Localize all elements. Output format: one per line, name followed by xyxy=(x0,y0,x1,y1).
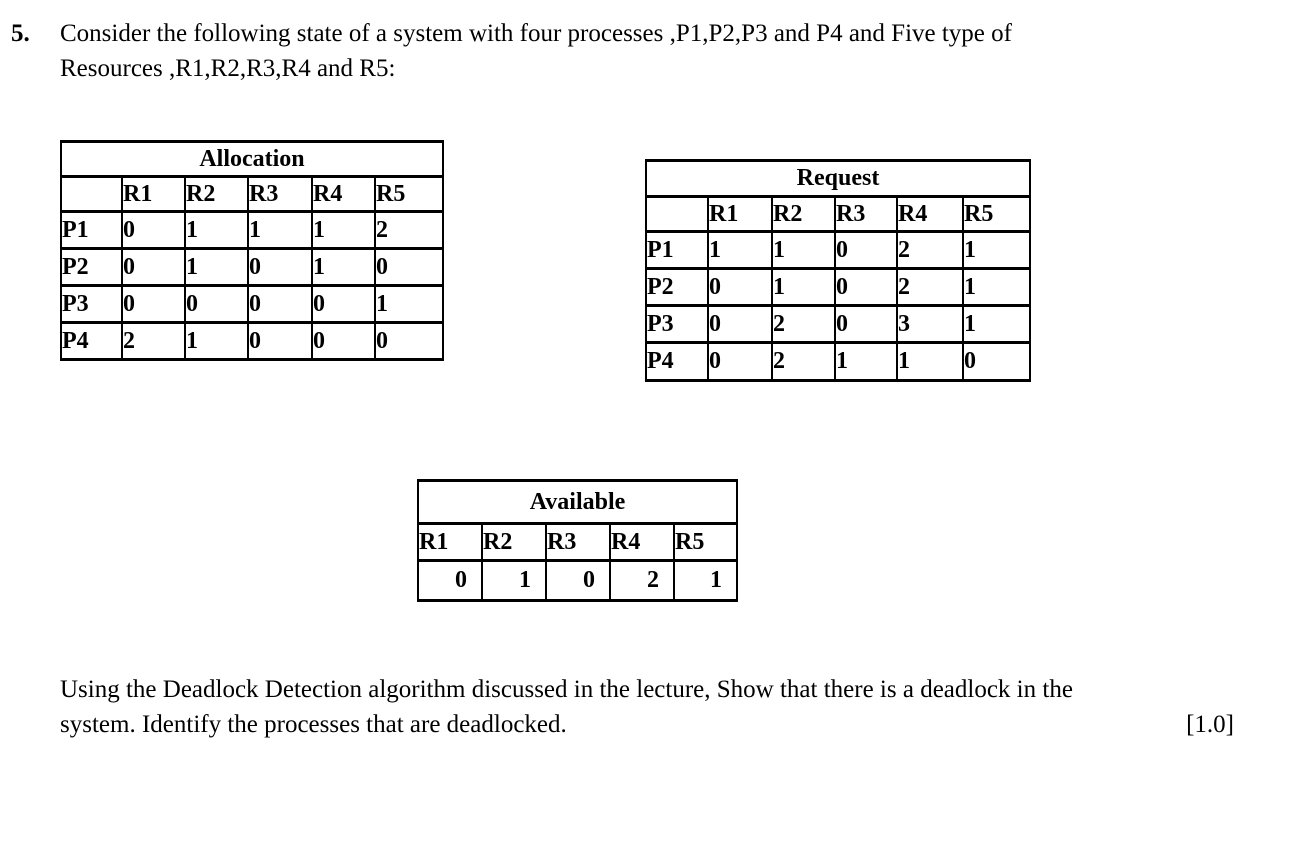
column-header: R4 xyxy=(609,522,675,562)
footer-instruction: Using the Deadlock Detection algorithm d… xyxy=(60,672,1276,742)
row-label: P2 xyxy=(645,267,709,307)
table-row: P1 0 1 1 1 2 xyxy=(60,210,444,250)
column-header: R2 xyxy=(184,175,249,213)
cell-value: 1 xyxy=(707,230,773,270)
cell-value: 3 xyxy=(896,304,964,344)
cell-value: 0 xyxy=(247,247,313,287)
column-header: R5 xyxy=(374,175,444,213)
table-row: P3 0 0 0 0 1 xyxy=(60,284,444,324)
cell-value: 1 xyxy=(311,247,376,287)
footer-line2: system. Identify the processes that are … xyxy=(60,707,1276,742)
cell-value: 0 xyxy=(834,230,898,270)
cell-value: 1 xyxy=(673,559,738,602)
footer-line1: Using the Deadlock Detection algorithm d… xyxy=(60,676,1073,703)
cell-value: 0 xyxy=(184,284,249,324)
cell-value: 1 xyxy=(962,304,1031,344)
corner-cell xyxy=(60,175,123,213)
cell-value: 2 xyxy=(896,267,964,307)
request-table: Request R1 R2 R3 R4 R5 P1 1 1 0 2 1 P2 0… xyxy=(645,159,1031,382)
cell-value: 1 xyxy=(311,210,376,250)
column-header: R2 xyxy=(481,522,547,562)
footer-line2-text: system. Identify the processes that are … xyxy=(60,711,567,738)
cell-value: 1 xyxy=(962,267,1031,307)
cell-value: 0 xyxy=(311,284,376,324)
cell-value: 0 xyxy=(962,341,1031,382)
column-header: R2 xyxy=(771,195,836,233)
request-table-title: Request xyxy=(645,159,1031,198)
column-header: R5 xyxy=(962,195,1031,233)
cell-value: 1 xyxy=(184,321,249,361)
table-row: 0 1 0 2 1 xyxy=(417,559,738,602)
cell-value: 2 xyxy=(771,304,836,344)
column-header: R3 xyxy=(834,195,898,233)
cell-value: 0 xyxy=(545,559,611,602)
row-label: P1 xyxy=(645,230,709,270)
cell-value: 0 xyxy=(834,304,898,344)
cell-value: 2 xyxy=(771,341,836,382)
column-header: R3 xyxy=(247,175,313,213)
row-label: P3 xyxy=(645,304,709,344)
cell-value: 0 xyxy=(374,321,444,361)
question-text-line1: Consider the following state of a system… xyxy=(60,20,1012,47)
table-row: P2 0 1 0 1 0 xyxy=(60,247,444,287)
row-label: P4 xyxy=(60,321,123,361)
cell-value: 1 xyxy=(247,210,313,250)
cell-value: 1 xyxy=(184,210,249,250)
cell-value: 2 xyxy=(896,230,964,270)
row-label: P3 xyxy=(60,284,123,324)
cell-value: 0 xyxy=(707,267,773,307)
cell-value: 0 xyxy=(311,321,376,361)
corner-cell xyxy=(645,195,709,233)
question-number: 5. xyxy=(11,20,30,47)
cell-value: 0 xyxy=(374,247,444,287)
table-row: P4 2 1 0 0 0 xyxy=(60,321,444,361)
available-table-title: Available xyxy=(417,479,738,525)
column-header: R4 xyxy=(896,195,964,233)
column-header: R5 xyxy=(673,522,738,562)
column-header: R1 xyxy=(121,175,186,213)
cell-value: 2 xyxy=(374,210,444,250)
allocation-table-title: Allocation xyxy=(60,140,444,178)
column-header: R4 xyxy=(311,175,376,213)
allocation-table: Allocation R1 R2 R3 R4 R5 P1 0 1 1 1 2 P… xyxy=(60,140,444,361)
column-header: R1 xyxy=(417,522,483,562)
table-row: P3 0 2 0 3 1 xyxy=(645,304,1031,344)
row-label: P4 xyxy=(645,341,709,382)
table-row: P2 0 1 0 2 1 xyxy=(645,267,1031,307)
cell-value: 0 xyxy=(834,267,898,307)
table-row: P4 0 2 1 1 0 xyxy=(645,341,1031,382)
cell-value: 1 xyxy=(481,559,547,602)
cell-value: 0 xyxy=(417,559,483,602)
cell-value: 1 xyxy=(771,267,836,307)
row-label: P2 xyxy=(60,247,123,287)
question-text: Consider the following state of a system… xyxy=(60,16,1285,86)
row-label: P1 xyxy=(60,210,123,250)
cell-value: 1 xyxy=(771,230,836,270)
question-text-line2: Resources ,R1,R2,R3,R4 and R5: xyxy=(60,55,396,82)
cell-value: 1 xyxy=(834,341,898,382)
available-table: Available R1 R2 R3 R4 R5 0 1 0 2 1 xyxy=(417,479,738,602)
cell-value: 1 xyxy=(374,284,444,324)
cell-value: 0 xyxy=(247,284,313,324)
cell-value: 1 xyxy=(962,230,1031,270)
cell-value: 2 xyxy=(609,559,675,602)
cell-value: 0 xyxy=(707,304,773,344)
cell-value: 0 xyxy=(121,284,186,324)
cell-value: 0 xyxy=(121,210,186,250)
cell-value: 0 xyxy=(121,247,186,287)
table-row: P1 1 1 0 2 1 xyxy=(645,230,1031,270)
cell-value: 2 xyxy=(121,321,186,361)
cell-value: 0 xyxy=(247,321,313,361)
column-header: R1 xyxy=(707,195,773,233)
cell-value: 1 xyxy=(184,247,249,287)
marks-badge: [1.0] xyxy=(1186,711,1234,738)
cell-value: 1 xyxy=(896,341,964,382)
column-header: R3 xyxy=(545,522,611,562)
cell-value: 0 xyxy=(707,341,773,382)
